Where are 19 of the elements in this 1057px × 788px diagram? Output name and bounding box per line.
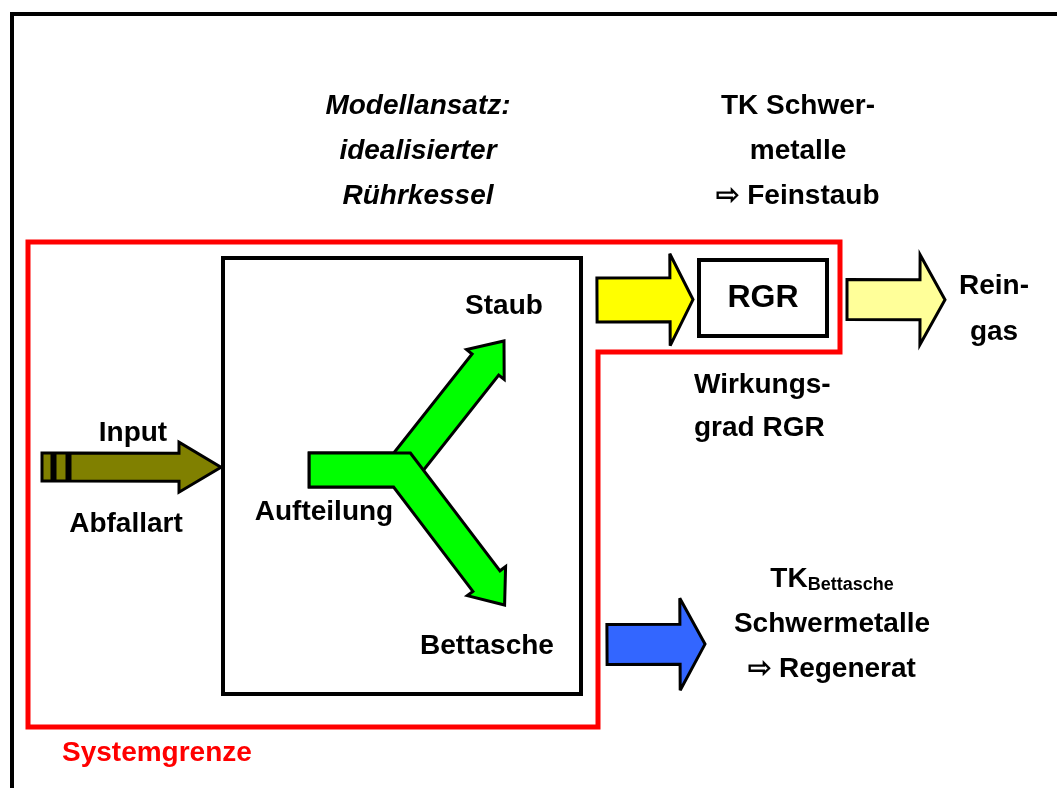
boundary-label: Systemgrenze [62,735,252,769]
block-arrow [307,451,508,607]
flow-label: Aufteilung [242,494,406,530]
block-arrow [605,596,707,692]
annotation-label: Abfallart [68,506,184,540]
flow-label: Bettasche [407,628,567,664]
annotation-label: Input [97,415,169,449]
process-box [697,258,829,338]
block-arrow [595,252,695,348]
annotation-label: Wirkungs- grad RGR [694,367,832,444]
block-arrow [845,248,947,351]
model-note: Modellansatz: idealisierter Rührkessel [324,88,512,212]
flow-label: Staub [454,288,554,322]
box-label: RGR [726,277,800,316]
flow-label: TK$_{Bettasche}$ Schwermetalle ⇨ Regenerat [712,555,952,690]
flow-label: Rein- gas [948,262,1040,352]
reactor-box [221,256,583,696]
annotation-label: TK Schwer- metalle ⇨ Feinstaub [715,88,881,212]
block-arrow [40,439,224,495]
